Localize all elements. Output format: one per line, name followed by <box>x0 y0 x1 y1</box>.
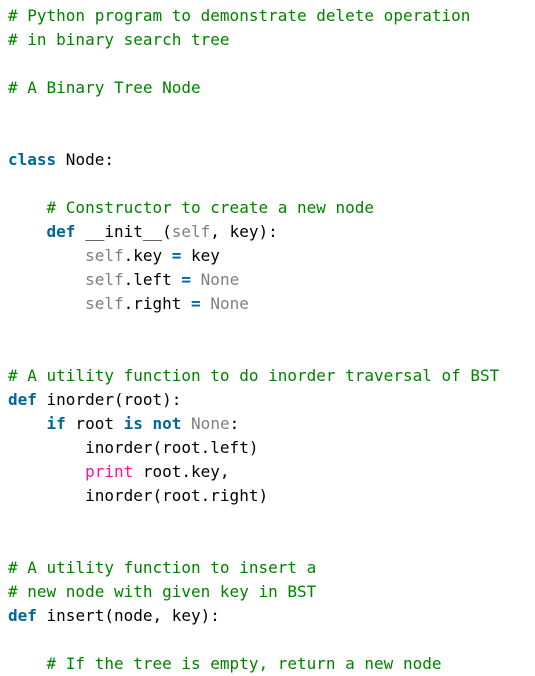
code-token-plain <box>8 654 47 673</box>
code-token-plain <box>8 462 85 481</box>
code-line: ​ <box>8 124 535 148</box>
code-line: inorder(root.right) <box>8 484 535 508</box>
code-token-plain <box>191 270 201 289</box>
code-token-comment: # new node with given key in BST <box>8 582 317 601</box>
code-line: def __init__(self, key): <box>8 220 535 244</box>
code-token-plain: .left <box>123 270 182 289</box>
code-token-comment: # Constructor to create a new node <box>46 198 375 217</box>
code-token-keyword: is <box>123 414 143 433</box>
code-token-self: self <box>85 270 124 289</box>
code-line: print root.key, <box>8 460 535 484</box>
code-token-plain <box>8 198 47 217</box>
code-token-plain <box>8 246 85 265</box>
code-token-plain: .right <box>123 294 192 313</box>
code-line: ​ <box>8 340 535 364</box>
code-token-plain: , key): <box>210 222 278 241</box>
code-token-keyword: if <box>46 414 66 433</box>
code-line: # in binary search tree <box>8 28 535 52</box>
code-token-keyword: def <box>46 222 76 241</box>
code-token-plain: __init__( <box>75 222 172 241</box>
code-token-none: None <box>191 414 230 433</box>
code-token-plain: key <box>181 246 220 265</box>
code-line: ​ <box>8 52 535 76</box>
code-token-plain: : <box>229 414 240 433</box>
code-line: # If the tree is empty, return a new nod… <box>8 652 535 676</box>
code-token-comment: # Python program to demonstrate delete o… <box>8 6 471 25</box>
code-token-self: self <box>85 246 124 265</box>
code-token-plain <box>8 270 85 289</box>
code-token-comment: # If the tree is empty, return a new nod… <box>46 654 442 673</box>
code-line: # Python program to demonstrate delete o… <box>8 4 535 28</box>
code-token-self: self <box>85 294 124 313</box>
code-token-print: print <box>85 462 134 481</box>
code-token-plain <box>8 294 85 313</box>
code-token-plain: Node: <box>56 150 114 169</box>
code-token-comment: # in binary search tree <box>8 30 230 49</box>
code-token-plain: root <box>65 414 124 433</box>
code-token-plain <box>8 222 47 241</box>
code-line: ​ <box>8 508 535 532</box>
code-line: def insert(node, key): <box>8 604 535 628</box>
code-token-keyword: class <box>8 150 57 169</box>
code-line: ​ <box>8 100 535 124</box>
code-line: ​ <box>8 628 535 652</box>
code-line: ​ <box>8 172 535 196</box>
code-token-comment: # A Binary Tree Node <box>8 78 201 97</box>
code-line: self.left = None <box>8 268 535 292</box>
code-token-keyword: = <box>171 246 182 265</box>
code-token-comment: # A utility function to insert a <box>8 558 317 577</box>
code-line: # A utility function to insert a <box>8 556 535 580</box>
code-line: # A Binary Tree Node <box>8 76 535 100</box>
code-token-comment: # A utility function to do inorder trave… <box>8 366 500 385</box>
code-token-keyword: = <box>181 270 192 289</box>
code-line: inorder(root.left) <box>8 436 535 460</box>
code-token-none: None <box>210 294 249 313</box>
code-token-keyword: def <box>8 390 37 409</box>
code-token-self: self <box>171 222 211 241</box>
code-token-keyword: not <box>152 414 182 433</box>
code-token-plain: inorder(root): <box>36 390 182 409</box>
code-line: class Node: <box>8 148 535 172</box>
code-token-plain <box>181 414 191 433</box>
code-line: def inorder(root): <box>8 388 535 412</box>
code-token-plain <box>8 414 47 433</box>
code-line: self.key = key <box>8 244 535 268</box>
code-line: # new node with given key in BST <box>8 580 535 604</box>
code-token-plain <box>143 414 153 433</box>
code-token-keyword: = <box>191 294 201 313</box>
code-line: ​ <box>8 532 535 556</box>
code-token-plain: root.key, <box>133 462 230 481</box>
code-token-plain <box>201 294 211 313</box>
code-line: if root is not None: <box>8 412 535 436</box>
code-line: # Constructor to create a new node <box>8 196 535 220</box>
code-token-keyword: def <box>8 606 37 625</box>
code-token-plain: inorder(root.right) <box>8 486 269 505</box>
code-line: self.right = None <box>8 292 535 316</box>
code-token-plain: .key <box>123 246 172 265</box>
code-line: # A utility function to do inorder trave… <box>8 364 535 388</box>
code-token-plain: inorder(root.left) <box>8 438 259 457</box>
code-token-none: None <box>200 270 240 289</box>
code-line: ​ <box>8 316 535 340</box>
code-token-plain: insert(node, key): <box>36 606 220 625</box>
